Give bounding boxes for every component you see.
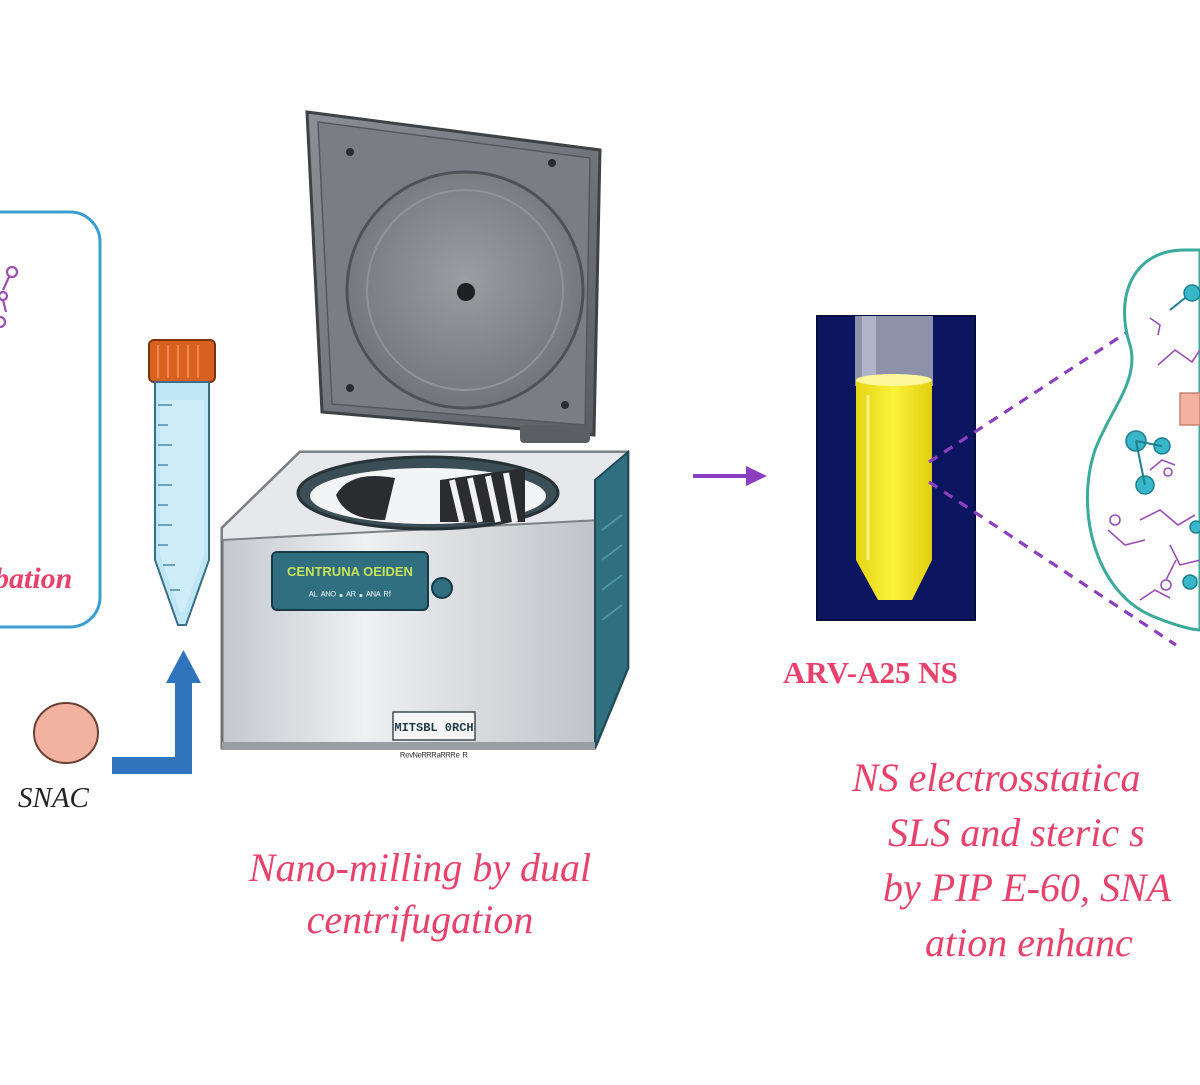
snac-circle-icon <box>33 702 99 764</box>
ns-stabilization-caption: NS electrosstatica SLS and steric s by P… <box>820 750 1200 970</box>
centrifuge-brand-text: ᴿᵉᵛᴺᵉᴿᴿᴿᵃᴿᴿᴿᵉ ᴿ <box>400 751 467 763</box>
nanosuspension-vial-icon <box>816 315 976 621</box>
zoom-lines <box>928 325 1177 647</box>
arv-ns-label: ARV-A25 NS <box>783 655 958 690</box>
centrifuge-badge <box>392 711 476 741</box>
rotor-icon <box>440 468 525 523</box>
blue-elbow-arrow-icon <box>112 650 201 774</box>
ns-line-4: ation enhanc <box>925 920 1133 965</box>
centrifuge-badge-text: MITSBL 0RCH <box>394 721 473 735</box>
ns-line-1: NS electrosstatica <box>852 755 1141 800</box>
formulation-box-label: bation <box>0 562 90 596</box>
nano-milling-line-2: centrifugation <box>306 897 534 942</box>
snac-label: SNAC <box>18 782 89 814</box>
formulation-box-label-text: bation <box>0 562 73 595</box>
nano-milling-caption: Nano-milling by dual centrifugation <box>180 842 660 946</box>
centrifuge-icon: CENTRUNA OEIDEN ᴬᴸ ᴬᴺᴼ ▪ ᴬᴿ ▪ ᴬᴺᴬ ᴿᶠ MIT… <box>220 110 630 763</box>
nanoparticle-icon <box>1085 248 1200 632</box>
centrifuge-display-subtitle: ᴬᴸ ᴬᴺᴼ ▪ ᴬᴿ ▪ ᴬᴺᴬ ᴿᶠ <box>308 590 392 602</box>
purple-arrow-icon <box>693 466 767 486</box>
ns-line-2: SLS and steric s <box>888 810 1145 855</box>
nano-milling-line-1: Nano-milling by dual <box>248 845 592 890</box>
centrifuge-knob-icon <box>431 577 453 599</box>
centrifuge-display-title: CENTRUNA OEIDEN <box>287 564 413 579</box>
conical-tube-icon <box>148 339 216 626</box>
formulation-box-border <box>0 210 102 629</box>
molecule-icon <box>0 265 19 329</box>
formulation-box <box>0 210 102 629</box>
ns-line-3: by PIP E-60, SNA <box>883 865 1172 910</box>
centrifuge-display <box>271 551 429 611</box>
